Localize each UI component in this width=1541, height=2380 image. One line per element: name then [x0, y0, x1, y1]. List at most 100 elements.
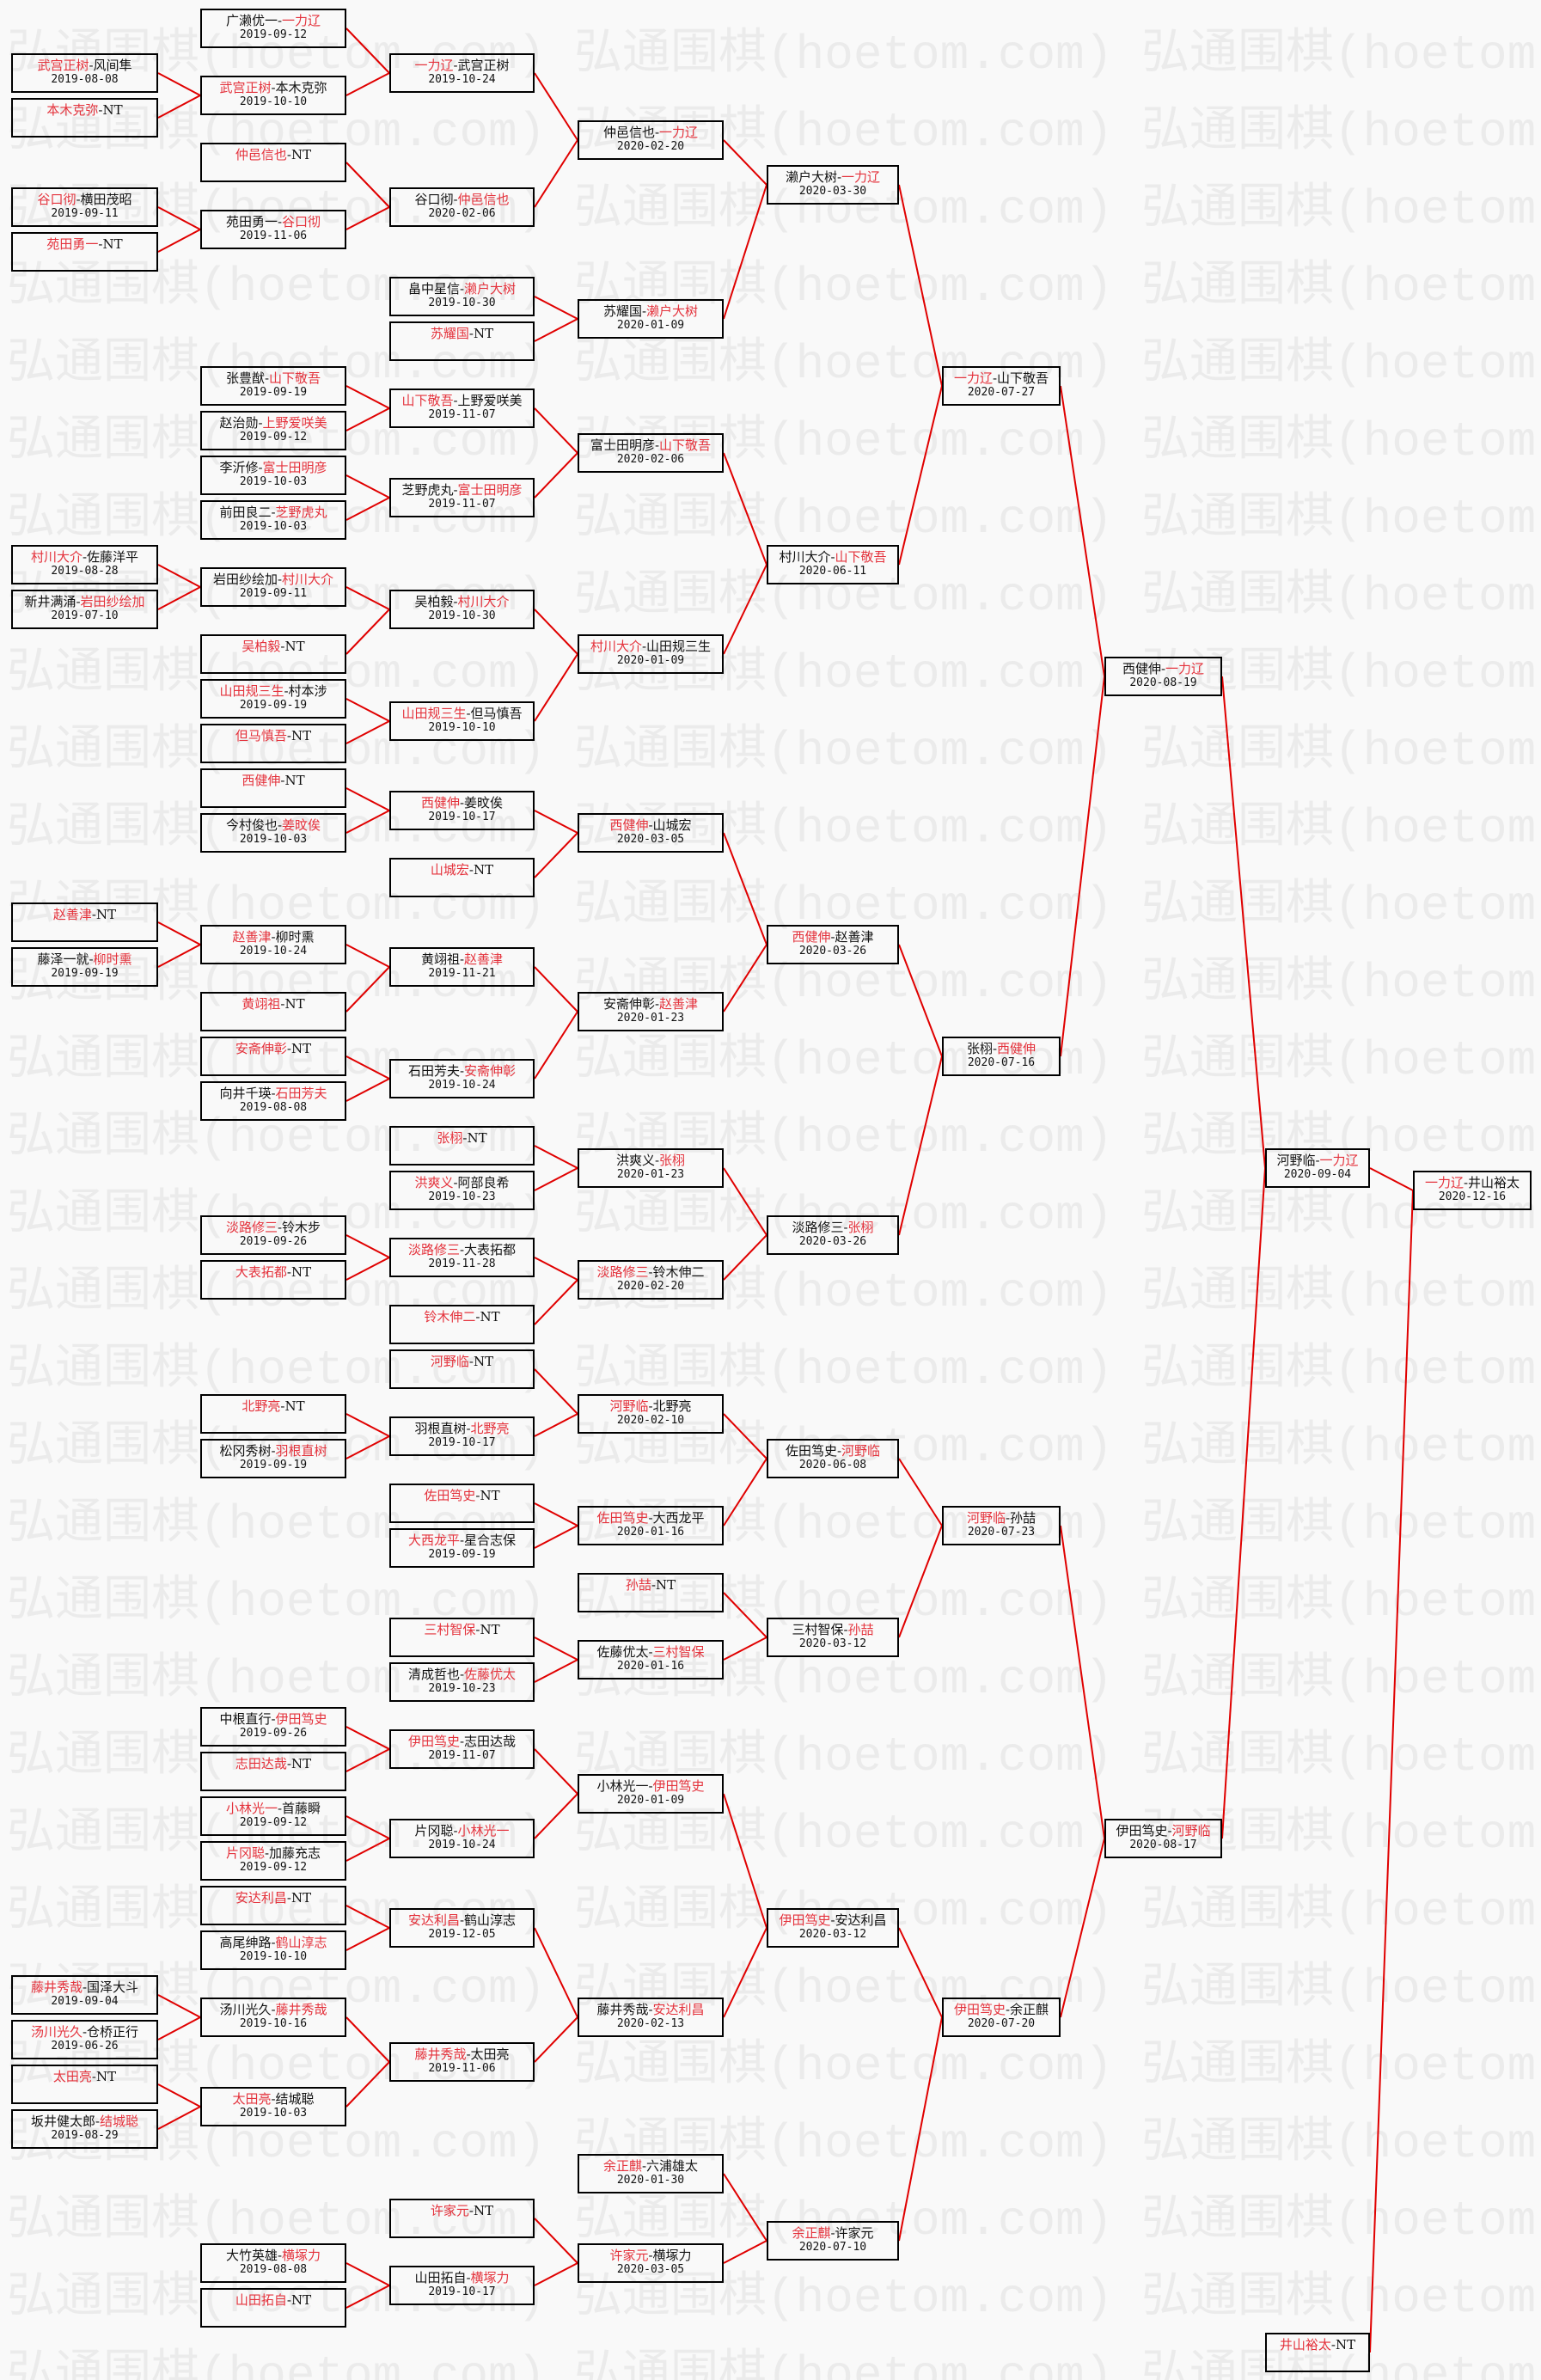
match-players: 太田亮-结城聪	[202, 2092, 345, 2107]
match-players: 村川大介-佐藤洋平	[13, 550, 156, 565]
players-separator: -	[468, 2203, 474, 2218]
match-box: 张栩-NT	[389, 1126, 535, 1166]
connector-line	[346, 385, 390, 409]
player-2-name: NT	[284, 996, 305, 1012]
connector-line	[723, 184, 767, 320]
match-date: 2020-01-23	[616, 1012, 685, 1025]
connector-line	[346, 162, 390, 208]
connector-line	[534, 72, 578, 141]
match-date: 2020-01-16	[616, 1660, 685, 1673]
connector-line	[157, 2106, 201, 2130]
match-date: 2020-09-04	[1283, 1168, 1352, 1181]
connector-line	[157, 1994, 201, 2018]
players-separator: -	[280, 773, 285, 788]
connector-line	[346, 206, 390, 230]
connector-line	[1060, 1525, 1105, 1839]
players-separator: -	[280, 996, 285, 1012]
player-2-name: NT	[290, 147, 312, 162]
player-1-name: 苑田勇一	[46, 236, 99, 252]
players-separator: -	[277, 572, 283, 587]
player-1-name: 清成哲也	[407, 1667, 460, 1682]
player-2-name: NT	[480, 1622, 500, 1637]
match-date: 2019-11-06	[428, 2062, 496, 2075]
match-box: 赵善津-NT	[11, 902, 158, 942]
player-1-name: 谷口彻	[414, 192, 454, 207]
players-separator: -	[654, 437, 660, 453]
players-separator: -	[830, 1912, 835, 1928]
player-1-name: 小林光一	[596, 1778, 649, 1794]
match-box: 安斋伸彰-NT	[200, 1037, 346, 1076]
player-1-name: 富士田明彦	[590, 437, 655, 453]
connector-line	[534, 609, 578, 655]
player-1-name: 武宫正树	[37, 58, 89, 73]
players-separator: -	[475, 1488, 480, 1503]
match-box: 本木克弥-NT	[11, 98, 158, 138]
match-date: 2020-01-09	[616, 654, 685, 667]
player-2-name: 姜旼俟	[464, 795, 504, 811]
match-players: 太田亮-NT	[13, 2070, 156, 2084]
match-date: 2019-10-23	[428, 1190, 496, 1203]
match-date: 2019-10-10	[428, 721, 496, 734]
player-1-name: 太田亮	[52, 2069, 92, 2084]
match-date: 2020-07-27	[967, 386, 1036, 399]
players-separator: -	[459, 1667, 465, 1682]
match-date: 2019-10-24	[428, 1079, 496, 1092]
connector-line	[346, 1257, 390, 1281]
player-2-name: 结城聪	[100, 2114, 139, 2129]
player-1-name: 西健伸	[242, 773, 281, 788]
connector-line	[534, 1793, 578, 1839]
player-1-name: 藤泽一就	[37, 951, 89, 967]
connector-line	[534, 139, 578, 208]
player-2-name: 阿部良希	[457, 1175, 510, 1190]
match-box: 三村智保-NT	[389, 1618, 535, 1657]
players-separator: -	[286, 1264, 291, 1280]
connector-line	[346, 1055, 390, 1080]
player-1-name: 山城宏	[430, 862, 469, 878]
connector-line	[534, 1659, 578, 1683]
player-2-name: 山城宏	[652, 817, 692, 833]
match-date: 2020-01-09	[616, 1794, 685, 1807]
player-2-name: 上野爱咲美	[457, 393, 523, 408]
match-date: 2020-02-20	[616, 1280, 685, 1293]
match-date: 2019-09-12	[239, 431, 308, 444]
player-2-name: NT	[95, 907, 117, 922]
connector-line	[1060, 676, 1105, 1057]
player-2-name: NT	[284, 1398, 305, 1414]
player-2-name: 岩田纱绘加	[80, 594, 145, 609]
player-2-name: 星合志保	[464, 1533, 517, 1548]
player-2-name: 芝野虎丸	[275, 505, 327, 520]
player-2-name: 村本涉	[288, 683, 327, 699]
player-1-name: 仲邑信也	[235, 147, 287, 162]
match-date: 2019-06-26	[51, 2040, 119, 2053]
match-date: 2019-12-05	[428, 1928, 496, 1941]
player-1-name: 伊田笃史	[953, 2002, 1006, 2017]
player-1-name: 新井满涌	[24, 594, 76, 609]
match-box: 河野临-NT	[389, 1349, 535, 1389]
connector-line	[534, 1368, 578, 1415]
match-players: 西健伸-赵善津	[768, 930, 897, 945]
player-1-name: 苏耀国	[602, 303, 642, 319]
player-1-name: 安达利昌	[235, 1890, 287, 1906]
player-2-name: 山下敬吾	[659, 437, 712, 453]
match-players: 藤井秀哉-安达利昌	[579, 2003, 722, 2017]
connector-line	[346, 1748, 390, 1772]
player-1-name: 坂井健太郎	[30, 2114, 95, 2129]
player-1-name: 张豊猷	[225, 370, 265, 386]
connector-line	[723, 1413, 767, 1459]
players-separator: -	[453, 393, 458, 408]
players-separator: -	[277, 2248, 283, 2263]
player-1-name: 汤川光久	[30, 2024, 83, 2040]
player-2-name: NT	[284, 773, 305, 788]
match-date: 2020-06-08	[798, 1459, 867, 1471]
player-1-name: 藤井秀哉	[30, 1979, 83, 1995]
